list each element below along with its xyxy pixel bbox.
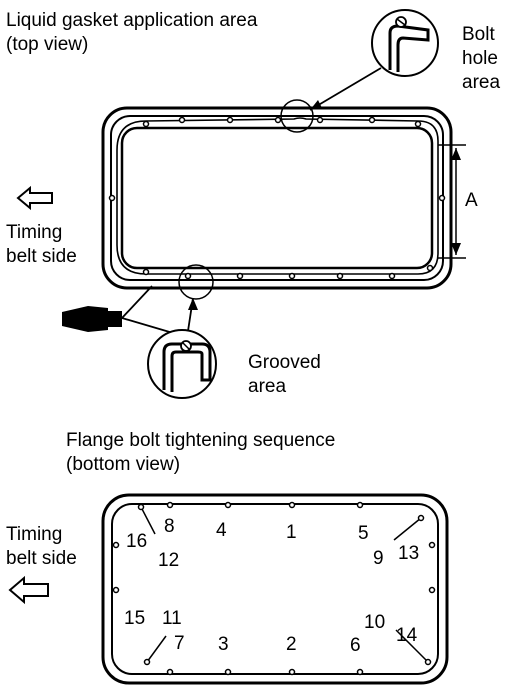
grooved-label-line1: Grooved (248, 352, 321, 373)
oil-pan-top (101, 106, 453, 290)
sequence-number: 3 (218, 634, 229, 655)
sequence-number: 7 (174, 633, 185, 654)
top-view: Liquid gasket application area (top view… (6, 9, 500, 399)
grooved-area-detail (147, 329, 217, 399)
sequence-number: 8 (164, 516, 175, 537)
bolt-hole-detail (371, 9, 439, 77)
bottom-timing-label-line2: belt side (6, 548, 77, 569)
sequence-number: 14 (396, 625, 418, 646)
bolt-hole-arrowhead (310, 100, 322, 110)
sequence-number: 6 (350, 635, 361, 656)
top-timing-label-line2: belt side (6, 246, 77, 267)
sequence-number: 13 (398, 543, 419, 564)
groove-highlight (178, 264, 214, 300)
bottom-view: Flange bolt tightening sequence (bottom … (6, 430, 449, 685)
dimension-a (438, 144, 466, 259)
tightening-sequence: 1 2 3 4 5 6 7 8 9 10 11 12 13 14 15 16 (124, 516, 419, 656)
grooved-arrowhead (188, 298, 198, 310)
bolt-hole-leader (309, 67, 382, 111)
timing-arrow-icon (8, 575, 49, 605)
bolt-hole-label-line3: area (462, 72, 500, 93)
bolt-hole-label-line1: Bolt (462, 24, 495, 45)
timing-arrow-icon (16, 185, 53, 211)
bottom-timing-label-line1: Timing (6, 524, 62, 545)
dimension-a-label: A (465, 190, 478, 211)
sequence-number: 10 (364, 612, 385, 633)
bolt-hole-label-line2: hole (462, 48, 498, 69)
top-bolt-holes (108, 116, 446, 280)
top-view-title-line1: Liquid gasket application area (6, 10, 258, 31)
sequence-number: 4 (216, 520, 227, 541)
sequence-number: 2 (286, 634, 297, 655)
grooved-label-line2: area (248, 376, 286, 397)
sequence-number: 16 (126, 531, 147, 552)
sequence-number: 12 (158, 550, 179, 571)
bottom-view-title-line2: (bottom view) (66, 454, 180, 475)
oil-pan-bottom (101, 493, 449, 685)
sequence-number: 1 (286, 522, 297, 543)
sequence-number: 11 (162, 608, 182, 629)
top-view-title-line2: (top view) (6, 34, 88, 55)
sequence-number: 9 (373, 548, 384, 569)
sequence-number: 15 (124, 608, 145, 629)
bottom-view-title-line1: Flange bolt tightening sequence (66, 430, 335, 451)
top-timing-label-line1: Timing (6, 222, 62, 243)
sequence-number: 5 (358, 523, 369, 544)
sealant-tube-icon (62, 306, 122, 332)
bolt-hole-highlight (280, 99, 314, 133)
bottom-bolt-holes (112, 501, 436, 676)
